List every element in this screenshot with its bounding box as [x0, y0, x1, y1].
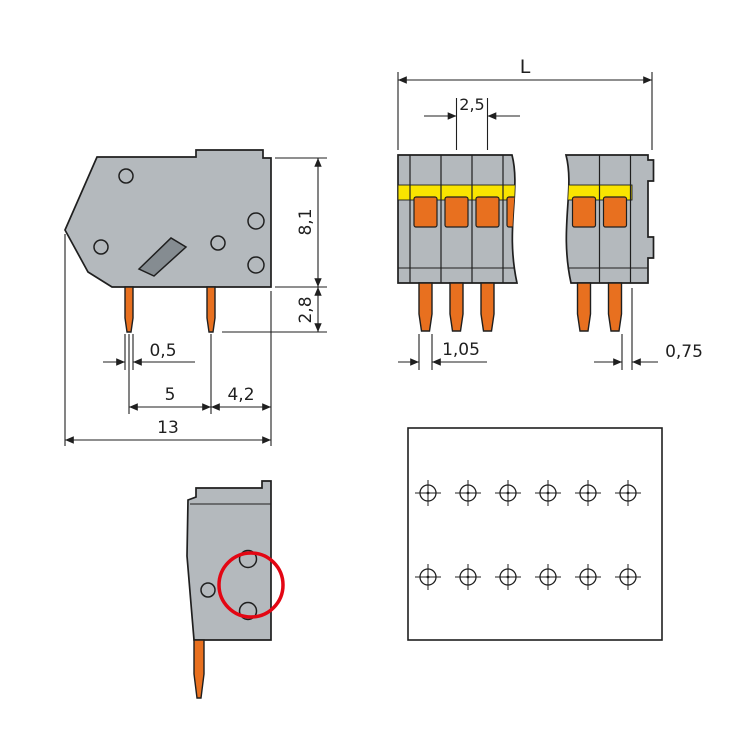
- dim-front-length: L: [397, 56, 653, 150]
- dim-side-pitch: 5: [128, 334, 212, 414]
- front-view-push-button: [506, 196, 517, 228]
- dim-side-height: 8,1: [275, 157, 327, 288]
- dim-label-side-height: 8,1: [296, 208, 316, 235]
- side-view-housing: [64, 149, 272, 288]
- dim-label-side-depth: 4,2: [227, 385, 254, 405]
- front-view-push-button: [602, 196, 628, 228]
- dim-side-pin-width: 0,5: [103, 334, 195, 370]
- bottom-view-hole: [238, 549, 258, 569]
- side-view-hole: [247, 256, 265, 274]
- front-view-push-button: [571, 196, 597, 228]
- dim-front-pole-pitch: 2,5: [424, 95, 520, 150]
- dim-side-pin-length: 2,8: [222, 287, 327, 333]
- footprint-view: [407, 427, 663, 641]
- side-view-hole: [93, 239, 109, 255]
- red-highlight-circle: [217, 551, 285, 619]
- side-view-dimensions: 0,5 5 4,2 13 8,1: [64, 157, 327, 446]
- front-view-push-button: [475, 196, 500, 228]
- bottom-view-solder-pin: [193, 639, 205, 699]
- side-view-solder-pin: [124, 286, 134, 333]
- side-view-hole: [210, 235, 226, 251]
- side-view-lever-slot: [137, 237, 188, 277]
- front-view-push-button: [413, 196, 438, 228]
- side-view-hole: [118, 168, 134, 184]
- bottom-side-view: [186, 480, 285, 699]
- dim-front-end-offset: 0,75: [594, 288, 703, 370]
- bottom-view-hole: [200, 582, 216, 598]
- front-view-right-details: [566, 155, 648, 283]
- dim-label-front-length: L: [520, 56, 531, 78]
- front-view-dimensions: L 2,5 1,05 0,75: [397, 56, 703, 370]
- front-view-solder-pin: [449, 282, 464, 332]
- front-view: [397, 154, 655, 332]
- side-view-solder-pin: [206, 286, 216, 333]
- front-view-push-button: [444, 196, 469, 228]
- dim-front-pin-width: 1,05: [398, 334, 487, 370]
- side-view: [64, 149, 272, 333]
- dim-side-depth: 4,2: [210, 291, 272, 446]
- dim-label-side-pitch: 5: [165, 385, 176, 405]
- dim-label-side-pin-length: 2,8: [296, 296, 316, 323]
- bottom-view-hole: [238, 601, 258, 621]
- dim-label-front-end-offset: 0,75: [665, 342, 703, 362]
- front-view-solder-pin: [607, 282, 623, 332]
- front-view-solder-pin: [480, 282, 495, 332]
- front-view-solder-pin: [418, 282, 433, 332]
- dim-label-front-pin-width: 1,05: [442, 340, 480, 360]
- side-view-hole: [247, 212, 265, 230]
- dim-side-width: 13: [64, 234, 271, 446]
- front-view-solder-pin: [576, 282, 592, 332]
- dim-label-side-width: 13: [157, 418, 179, 438]
- dim-label-front-pole-pitch: 2,5: [459, 95, 484, 114]
- footprint-outline: [407, 427, 663, 641]
- dim-label-side-pin-width: 0,5: [149, 341, 176, 361]
